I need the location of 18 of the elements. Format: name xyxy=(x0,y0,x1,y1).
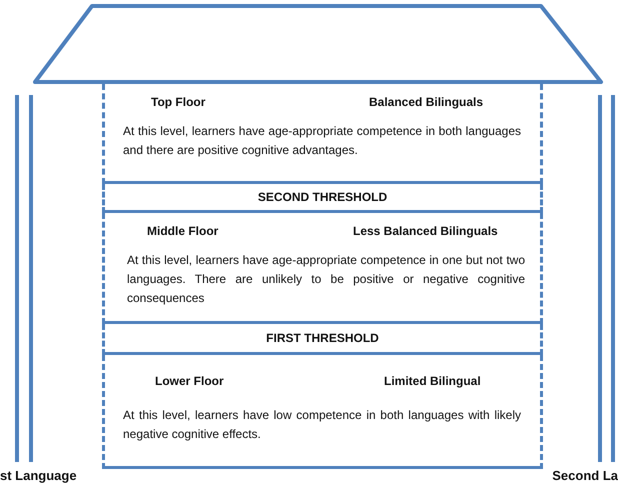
bilingual-type: Less Balanced Bilinguals xyxy=(353,224,498,239)
floor-title: Middle Floor xyxy=(147,224,218,239)
floor-title: Lower Floor xyxy=(155,374,224,389)
floor-description: At this level, learners have low competence in both languages with likely negative cognitive effects. xyxy=(123,407,521,443)
threshold-label: SECOND THRESHOLD xyxy=(258,190,388,204)
pillar-label: Second La xyxy=(552,468,618,483)
bilingual-type: Balanced Bilinguals xyxy=(369,95,484,110)
floor-title: Top Floor xyxy=(151,95,206,110)
threshold-label: FIRST THRESHOLD xyxy=(266,330,379,346)
floor-panel xyxy=(102,84,543,184)
floor-description: At this level, learners have age-appropriate competence in both languages and there are positive cognitive advantages. xyxy=(123,123,521,159)
floor-description: At this level, learners have age-appropriate competence in one but not two languages. There are unlikely to be positive or negative cognitive consequences xyxy=(127,252,525,307)
threshold-band xyxy=(102,184,543,213)
pillar-label: st Language xyxy=(0,468,77,483)
floor-panel xyxy=(102,355,543,469)
floor-panel xyxy=(102,213,543,324)
bilingual-type: Limited Bilingual xyxy=(384,374,481,389)
threshold-band xyxy=(102,324,543,355)
